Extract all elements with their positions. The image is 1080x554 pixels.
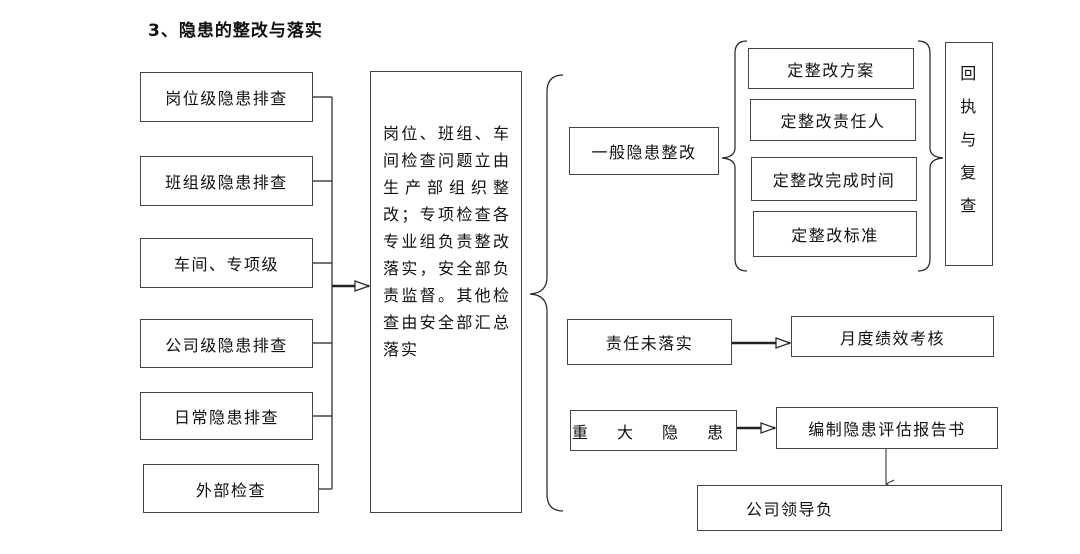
general-hazard-rectification: 一般隐患整改: [569, 127, 719, 175]
major-hazard: 重 大 隐 患: [570, 410, 737, 451]
source-workshop-special-check: 车间、专项级: [140, 238, 313, 288]
page-title: 3、隐患的整改与落实: [148, 21, 323, 41]
center-responsibility-text: 岗位、班组、车间检查问题立由生产部组织整改；专项检查各专业组负责整改落实，安全部…: [370, 71, 522, 513]
hazard-assessment-report: 编制隐患评估报告书: [776, 407, 998, 449]
source-company-level-check: 公司级隐患排查: [140, 319, 313, 368]
followup-char: 执: [960, 97, 978, 116]
followup-char: 回: [960, 64, 978, 83]
followup-char: 复: [960, 163, 978, 182]
responsibility-not-implemented: 责任未落实: [567, 319, 732, 365]
followup-review-box: 回 执 与 复 查: [945, 42, 993, 266]
sources-bracket: [313, 96, 333, 490]
source-post-level-check: 岗位级隐患排查: [140, 72, 313, 122]
company-leader-responsible: 公司领导负: [697, 485, 1002, 531]
source-external-check: 外部检查: [143, 464, 319, 513]
step-rectification-standard: 定整改标准: [753, 211, 917, 257]
steps-brace: [721, 40, 748, 272]
monthly-performance-assessment: 月度绩效考核: [791, 316, 994, 357]
step-responsible-person: 定整改责任人: [750, 99, 916, 141]
center-brace: [529, 74, 564, 512]
source-daily-check: 日常隐患排查: [140, 392, 313, 440]
step-completion-time: 定整改完成时间: [751, 157, 917, 201]
source-team-level-check: 班组级隐患排查: [140, 156, 313, 206]
followup-brace: [917, 40, 944, 272]
step-rectification-plan: 定整改方案: [748, 48, 914, 89]
followup-char: 查: [960, 196, 978, 215]
followup-char: 与: [960, 130, 978, 149]
